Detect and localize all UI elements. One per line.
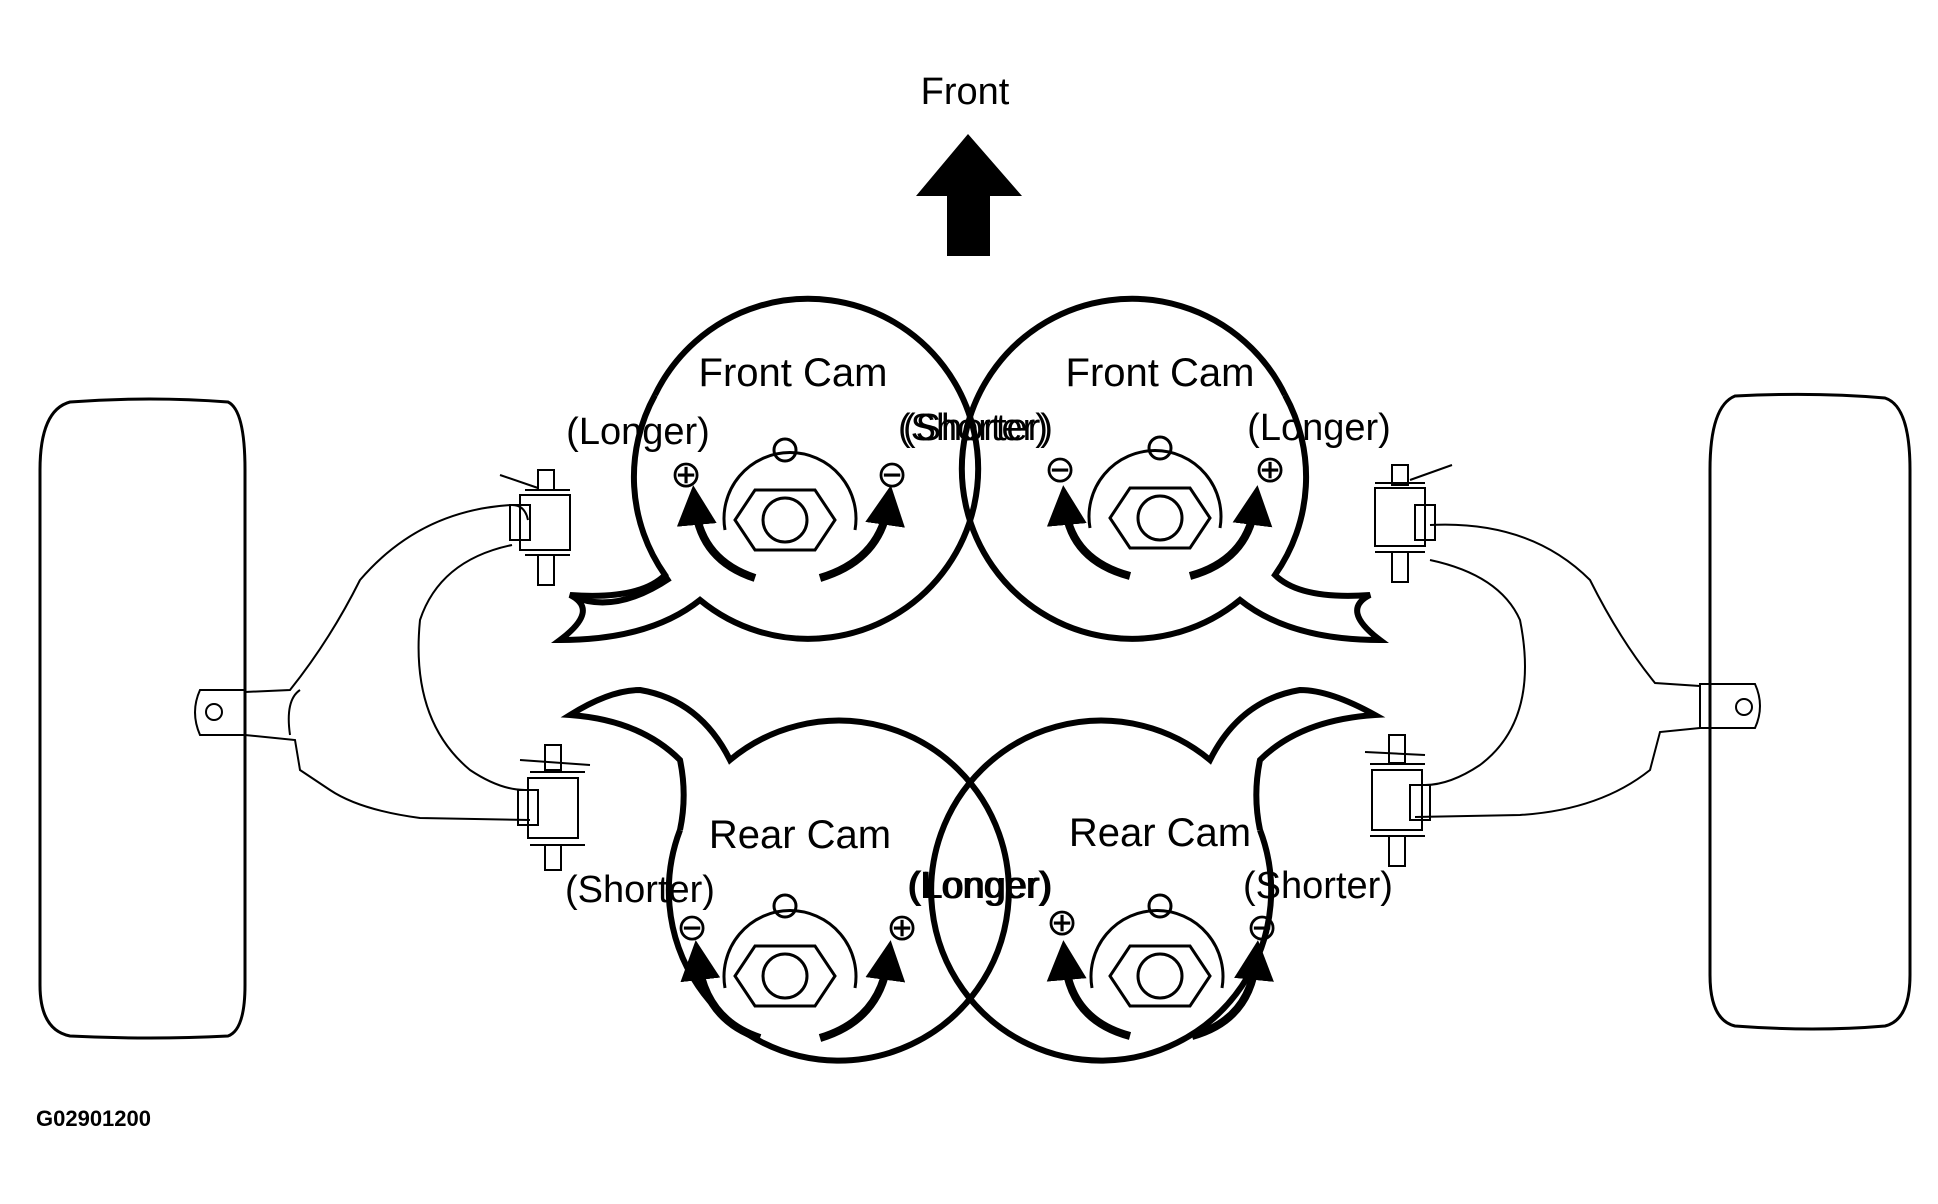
cam-title: Rear Cam	[709, 813, 891, 857]
front-arrow-icon	[916, 134, 1022, 256]
callout-front-cam-left: Front Cam (Longer) (Shorter) ⊕ ⊖	[551, 295, 1048, 644]
figure-code: G02901200	[36, 1106, 151, 1131]
right-suspension-arm	[1414, 523, 1761, 818]
callout-rear-cam-right: Rear Cam (Longer) (Shorter) ⊕ ⊖	[909, 686, 1393, 1064]
rotate-right-arrow-icon	[1190, 940, 1274, 1040]
cam-dial	[1089, 893, 1225, 1008]
rotate-left-arrow-icon	[676, 485, 757, 582]
cam-left-label: (Shorter)	[903, 407, 1053, 449]
cam-right-sign-icon: ⊖	[1246, 907, 1278, 949]
left-rear-cam-bolt	[517, 744, 591, 871]
cam-dial	[1087, 435, 1223, 550]
cam-right-sign-icon: ⊕	[886, 907, 918, 949]
rotate-right-arrow-icon	[818, 940, 906, 1042]
cam-right-sign-icon: ⊖	[876, 454, 908, 496]
cam-title: Front Cam	[1066, 351, 1255, 395]
rotate-left-arrow-icon	[1046, 485, 1132, 580]
cam-title: Rear Cam	[1069, 811, 1251, 855]
cam-dial	[722, 893, 858, 1008]
rotate-left-arrow-icon	[680, 940, 762, 1042]
cam-left-sign-icon: ⊖	[676, 907, 708, 949]
cam-left-sign-icon: ⊕	[1046, 902, 1078, 944]
left-knuckle-bolt	[205, 703, 223, 721]
left-wheel	[38, 397, 247, 1040]
cam-left-sign-icon: ⊖	[1044, 449, 1076, 491]
cam-dial	[722, 437, 858, 552]
left-suspension-arm	[194, 504, 531, 821]
front-direction-label: Front	[921, 71, 1010, 113]
cam-right-sign-icon: ⊕	[1254, 449, 1286, 491]
cam-right-label: (Longer)	[1247, 407, 1391, 449]
cam-left-label: (Longer)	[909, 865, 1053, 907]
cam-left-label: (Shorter)	[565, 869, 715, 911]
callout-front-cam-right: Front Cam (Shorter) (Longer) ⊖ ⊕	[903, 295, 1391, 644]
left-front-cam-bolt	[499, 469, 571, 586]
right-rear-cam-bolt	[1364, 734, 1431, 867]
cam-right-label: (Shorter)	[1243, 865, 1393, 907]
rotate-left-arrow-icon	[1046, 940, 1132, 1040]
rotate-right-arrow-icon	[818, 485, 905, 582]
cam-title: Front Cam	[699, 351, 888, 395]
cam-left-sign-icon: ⊕	[670, 454, 702, 496]
right-knuckle-bolt	[1735, 698, 1753, 716]
right-front-cam-bolt	[1374, 464, 1453, 583]
right-wheel	[1708, 392, 1912, 1031]
cam-left-label: (Longer)	[566, 411, 710, 453]
rotate-right-arrow-icon	[1188, 485, 1273, 580]
